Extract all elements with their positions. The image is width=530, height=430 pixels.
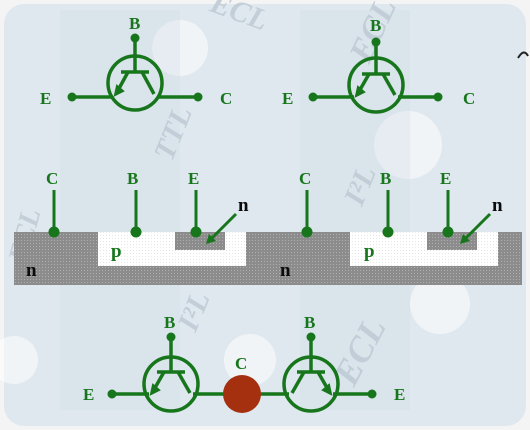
transistor-top-left	[72, 38, 198, 112]
emitter-label: E	[282, 89, 293, 108]
p-base-label: p	[364, 241, 375, 262]
emitter-label: E	[440, 169, 451, 188]
emitter-label: E	[40, 89, 51, 108]
shared-collector-label: C	[235, 354, 247, 373]
collector-label: C	[46, 169, 58, 188]
cross-section-left	[14, 190, 270, 285]
n-emitter-label: n	[492, 195, 503, 216]
transistor-top-right	[313, 42, 438, 114]
base-label: B	[129, 14, 140, 33]
transistor-bottom-right	[282, 337, 372, 413]
emitter-label: E	[83, 385, 94, 404]
terminal-dots	[67, 33, 203, 102]
p-base-label: p	[111, 241, 122, 262]
n-substrate-label: n	[26, 260, 37, 281]
n-emitter-label: n	[238, 195, 249, 216]
terminal-dots	[308, 37, 443, 102]
background-decoration	[0, 10, 470, 410]
cross-section-right	[270, 190, 522, 285]
base-label: B	[164, 313, 175, 332]
shared-collector-node-icon	[223, 375, 261, 413]
base-label: B	[127, 169, 138, 188]
emitter-label: E	[188, 169, 199, 188]
collector-label: C	[220, 89, 232, 108]
terminal-dots	[107, 332, 377, 399]
emitter-label: E	[394, 385, 405, 404]
collector-label: C	[463, 89, 475, 108]
transistor-bottom-left	[112, 337, 200, 413]
base-label: B	[304, 313, 315, 332]
base-label: B	[370, 16, 381, 35]
collector-label: C	[299, 169, 311, 188]
n-substrate-label: n	[280, 260, 291, 281]
base-label: B	[380, 169, 391, 188]
edge-mark-icon	[517, 51, 529, 59]
